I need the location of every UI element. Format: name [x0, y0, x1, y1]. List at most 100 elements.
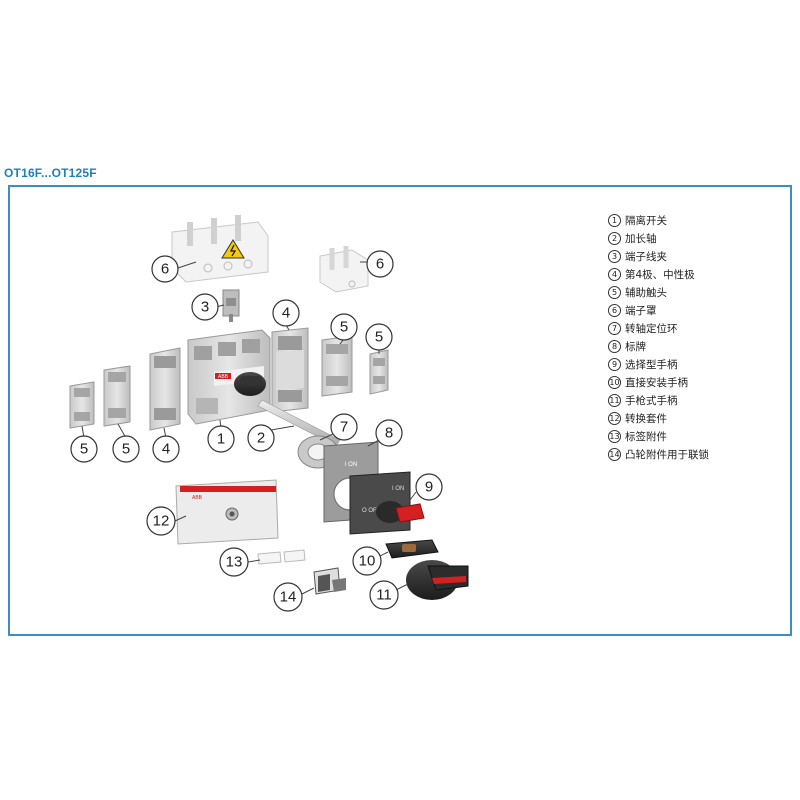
legend-item: 9 选择型手柄: [608, 355, 709, 373]
legend-text: 辅助触头: [625, 286, 667, 299]
callout-5a: 5: [330, 313, 358, 341]
svg-text:5: 5: [340, 319, 348, 336]
legend-item: 5 辅助触头: [608, 283, 709, 301]
legend-text: 选择型手柄: [625, 358, 678, 371]
label-accessory: [257, 549, 306, 565]
callout-5b: 5: [365, 323, 393, 351]
aux-contact-right-a: [321, 335, 353, 397]
svg-text:4: 4: [282, 305, 290, 322]
legend-item: 6 端子罩: [608, 301, 709, 319]
svg-text:12: 12: [153, 513, 170, 530]
legend-item: 13 标签附件: [608, 427, 709, 445]
legend-number: 5: [608, 285, 621, 299]
fourth-pole-left: [149, 347, 181, 431]
svg-text:2: 2: [257, 430, 265, 447]
direct-mount-handle: [385, 539, 439, 559]
legend-number: 12: [608, 411, 621, 425]
plate-mark-on: I ON: [345, 462, 357, 468]
legend-number: 10: [608, 375, 621, 389]
svg-text:5: 5: [375, 329, 383, 346]
legend-number: 3: [608, 249, 621, 263]
legend-item: 1 隔离开关: [608, 211, 709, 229]
callout-6b: 6: [366, 250, 394, 278]
callout-4b: 4: [152, 435, 180, 463]
svg-text:4: 4: [162, 441, 170, 458]
legend-text: 凸轮附件用于联锁: [625, 448, 709, 461]
legend-text: 标牌: [625, 340, 646, 353]
legend-text: 加长轴: [625, 232, 657, 245]
callout-7: 7: [330, 413, 358, 441]
svg-text:13: 13: [226, 554, 243, 571]
legend-number: 8: [608, 339, 621, 353]
svg-text:6: 6: [376, 256, 384, 273]
svg-text:1: 1: [217, 431, 225, 448]
callout-9: 9: [415, 473, 443, 501]
callout-14: 14: [273, 582, 303, 612]
aux-contact-mid: [103, 365, 131, 427]
page-title: OT16F...OT125F: [4, 166, 97, 180]
callout-2: 2: [247, 424, 275, 452]
svg-text:11: 11: [376, 587, 392, 604]
terminal-clamp: [222, 289, 240, 322]
callout-1: 1: [207, 425, 235, 453]
legend-item: 3 端子线夹: [608, 247, 709, 265]
legend-item: 12 转换套件: [608, 409, 709, 427]
svg-text:10: 10: [359, 553, 376, 570]
disconnector-switch: ABB: [187, 329, 271, 425]
diagram-frame: [8, 185, 792, 636]
warning-triangle-icon: [221, 239, 245, 259]
handle-mark-off: O OFF: [362, 508, 381, 514]
legend-number: 2: [608, 231, 621, 245]
callout-11: 11: [369, 580, 399, 610]
pistol-handle: [406, 560, 469, 600]
svg-text:8: 8: [385, 425, 393, 442]
callout-13: 13: [219, 547, 249, 577]
svg-text:7: 7: [340, 419, 348, 436]
legend-text: 端子线夹: [625, 250, 667, 263]
svg-text:5: 5: [122, 441, 130, 458]
legend-number: 13: [608, 429, 621, 443]
legend-number: 4: [608, 267, 621, 281]
legend-text: 隔离开关: [625, 214, 667, 227]
handle-mark-on: I ON: [392, 486, 404, 492]
fourth-pole-upper: [271, 327, 309, 413]
svg-text:3: 3: [201, 299, 209, 316]
legend-text: 手枪式手柄: [625, 394, 678, 407]
kit-brand-label: ABB: [192, 495, 203, 501]
callout-5d: 5: [112, 435, 140, 463]
callout-4a: 4: [272, 299, 300, 327]
legend-text: 转轴定位环: [625, 322, 678, 335]
callout-10: 10: [352, 546, 382, 576]
terminal-cover-large: [171, 215, 269, 283]
svg-text:5: 5: [80, 441, 88, 458]
legend-number: 7: [608, 321, 621, 335]
legend-number: 6: [608, 303, 621, 317]
legend-item: 10 直接安装手柄: [608, 373, 709, 391]
legend-item: 2 加长轴: [608, 229, 709, 247]
changeover-kit: ABB: [175, 479, 279, 545]
legend-text: 标签附件: [625, 430, 667, 443]
legend-number: 1: [608, 213, 621, 227]
legend-number: 14: [608, 447, 621, 461]
cam-accessory: [313, 567, 346, 595]
svg-text:14: 14: [280, 589, 297, 606]
svg-text:6: 6: [161, 261, 169, 278]
callout-5c: 5: [70, 435, 98, 463]
selector-handle: I ON O OFF: [349, 471, 425, 535]
legend-item: 14 凸轮附件用于联锁: [608, 445, 709, 463]
aux-contact-left: [69, 381, 95, 429]
legend-item: 8 标牌: [608, 337, 709, 355]
aux-contact-right-b: [369, 349, 389, 395]
callout-8: 8: [375, 419, 403, 447]
legend-number: 9: [608, 357, 621, 371]
legend-text: 直接安装手柄: [625, 376, 688, 389]
legend-item: 7 转轴定位环: [608, 319, 709, 337]
legend-text: 端子罩: [625, 304, 657, 317]
legend-text: 转换套件: [625, 412, 667, 425]
callout-6a: 6: [151, 255, 179, 283]
callout-3: 3: [191, 293, 219, 321]
legend-number: 11: [608, 393, 621, 407]
